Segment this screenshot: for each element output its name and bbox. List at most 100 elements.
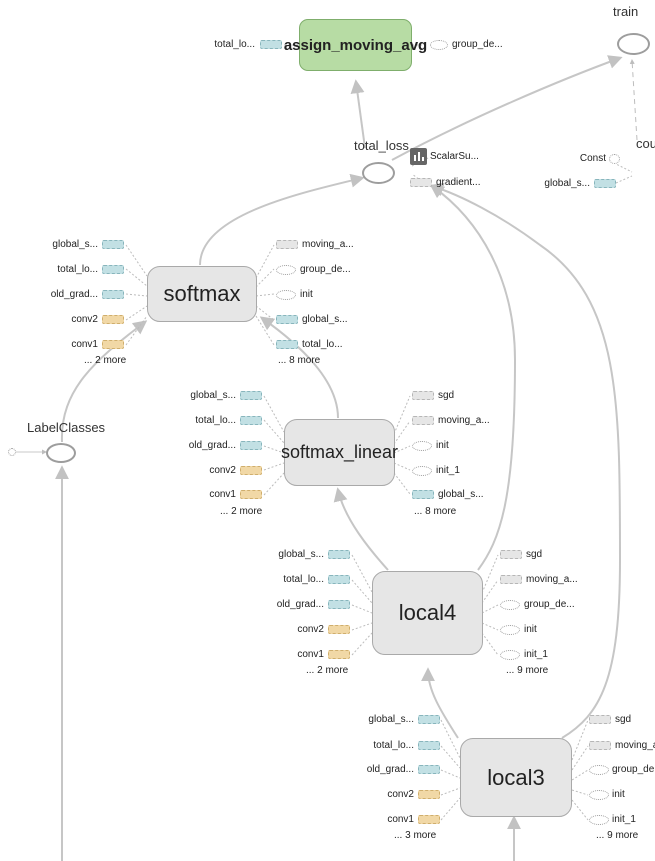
softmax-outputs-more[interactable]: ... 8 more [278, 355, 321, 366]
local4-output-oval[interactable] [500, 600, 520, 610]
local4-inputs-more[interactable]: ... 2 more [306, 665, 349, 676]
edge-total-loss-to-train [391, 55, 623, 161]
softmax-input-chip[interactable] [102, 265, 124, 274]
local4-input-chip[interactable] [328, 600, 350, 609]
const-label: Const [579, 153, 606, 164]
local3-input-label: old_grad... [366, 764, 414, 775]
local4-output-chip[interactable] [500, 550, 522, 559]
top-group-de-oval[interactable] [430, 40, 448, 50]
edge-local3-to-total-loss [429, 182, 622, 739]
local3-output-oval[interactable] [589, 765, 609, 775]
local3-input-label: total_lo... [373, 740, 414, 751]
softmax-linear-output-oval[interactable] [412, 466, 432, 476]
softmax-input-label: global_s... [52, 239, 98, 250]
local4-input-label: global_s... [278, 549, 324, 560]
local3-output-chip[interactable] [589, 715, 611, 724]
softmax-linear-output-oval[interactable] [412, 441, 432, 451]
local3-input-chip[interactable] [418, 790, 440, 799]
local4-input-chip[interactable] [328, 625, 350, 634]
softmax-linear-input-chip[interactable] [240, 466, 262, 475]
const-oval[interactable] [609, 154, 620, 164]
softmax-input-chip[interactable] [102, 240, 124, 249]
local3-input-chip[interactable] [418, 741, 440, 750]
local4-input-label: conv2 [297, 624, 324, 635]
local3-output-oval[interactable] [589, 790, 609, 800]
train-node[interactable] [617, 33, 650, 55]
softmax-linear-output-label: moving_a... [438, 415, 490, 426]
softmax-linear-input-label: conv2 [209, 465, 236, 476]
softmax-linear-input-chip[interactable] [240, 490, 262, 499]
local3-output-label: init [612, 789, 625, 800]
edge-local4-to-softmax-linear [333, 487, 389, 571]
local3-inputs-more[interactable]: ... 3 more [394, 830, 437, 841]
local4-output-oval[interactable] [500, 625, 520, 635]
gradient-label: gradient... [436, 177, 481, 188]
softmax-linear-input-label: global_s... [190, 390, 236, 401]
softmax-linear-node[interactable]: softmax_linear [281, 419, 398, 486]
local3-input-chip[interactable] [418, 815, 440, 824]
softmax-linear-input-label: old_grad... [188, 440, 236, 451]
local4-output-label: moving_a... [526, 574, 578, 585]
local3-node[interactable]: local3 [460, 738, 572, 817]
softmax-output-oval[interactable] [276, 265, 296, 275]
softmax-linear-input-chip[interactable] [240, 441, 262, 450]
softmax-linear-input-chip[interactable] [240, 416, 262, 425]
local3-output-chip[interactable] [589, 741, 611, 750]
top-global-s-chip[interactable] [594, 179, 616, 188]
local4-input-label: total_lo... [283, 574, 324, 585]
softmax-linear-output-chip[interactable] [412, 391, 434, 400]
softmax-input-chip[interactable] [102, 290, 124, 299]
softmax-linear-input-label: conv1 [209, 489, 236, 500]
softmax-linear-output-label: init_1 [436, 465, 460, 476]
local4-output-chip[interactable] [500, 575, 522, 584]
local4-outputs-more[interactable]: ... 9 more [506, 665, 549, 676]
top-group-de-label: group_de... [452, 39, 503, 50]
edge-total-loss-to-assign [350, 79, 366, 149]
local3-input-label: conv2 [387, 789, 414, 800]
local3-input-chip[interactable] [418, 715, 440, 724]
scalar-summary-icon[interactable] [410, 148, 427, 165]
softmax-inputs-more[interactable]: ... 2 more [84, 355, 127, 366]
local4-output-label: init_1 [524, 649, 548, 660]
softmax-linear-output-label: init [436, 440, 449, 451]
local4-node[interactable]: local4 [372, 571, 483, 655]
softmax-output-chip[interactable] [276, 240, 298, 249]
softmax-output-chip[interactable] [276, 340, 298, 349]
softmax-node[interactable]: softmax [147, 266, 257, 322]
local3-input-chip[interactable] [418, 765, 440, 774]
softmax-linear-output-chip[interactable] [412, 416, 434, 425]
local3-output-oval[interactable] [589, 815, 609, 825]
softmax-linear-inputs-more[interactable]: ... 2 more [220, 506, 263, 517]
local3-output-label: sgd [615, 714, 632, 725]
labelclasses-const-dot[interactable] [8, 448, 16, 456]
softmax-linear-output-chip[interactable] [412, 490, 434, 499]
gradient-chip[interactable] [410, 178, 432, 187]
top-total-lo-chip[interactable] [260, 40, 282, 49]
top-global-s-label: global_s... [544, 178, 590, 189]
edge-local3-to-local4 [421, 667, 459, 739]
total-loss-node[interactable] [362, 162, 395, 184]
softmax-input-chip[interactable] [102, 315, 124, 324]
assign-moving-avg-node[interactable]: assign_moving_avg [284, 19, 427, 71]
total-loss-label: total_loss [354, 138, 409, 153]
softmax-input-label: total_lo... [57, 264, 98, 275]
local3-output-label: group_de... [612, 764, 655, 775]
labelclasses-node[interactable] [46, 443, 76, 463]
scalar-summary-label: ScalarSu... [430, 151, 479, 162]
edge-softmax-to-total-loss [199, 173, 365, 266]
softmax-output-label: moving_a... [302, 239, 354, 250]
softmax-input-chip[interactable] [102, 340, 124, 349]
softmax-output-oval[interactable] [276, 290, 296, 300]
softmax-input-label: conv1 [71, 339, 98, 350]
softmax-output-label: init [300, 289, 313, 300]
local4-input-chip[interactable] [328, 650, 350, 659]
softmax-linear-input-label: total_lo... [195, 415, 236, 426]
local3-outputs-more[interactable]: ... 9 more [596, 830, 639, 841]
softmax-linear-input-chip[interactable] [240, 391, 262, 400]
local4-input-chip[interactable] [328, 575, 350, 584]
softmax-linear-outputs-more[interactable]: ... 8 more [414, 506, 457, 517]
local4-input-chip[interactable] [328, 550, 350, 559]
local4-output-oval[interactable] [500, 650, 520, 660]
local3-input-label: conv1 [387, 814, 414, 825]
softmax-output-chip[interactable] [276, 315, 298, 324]
